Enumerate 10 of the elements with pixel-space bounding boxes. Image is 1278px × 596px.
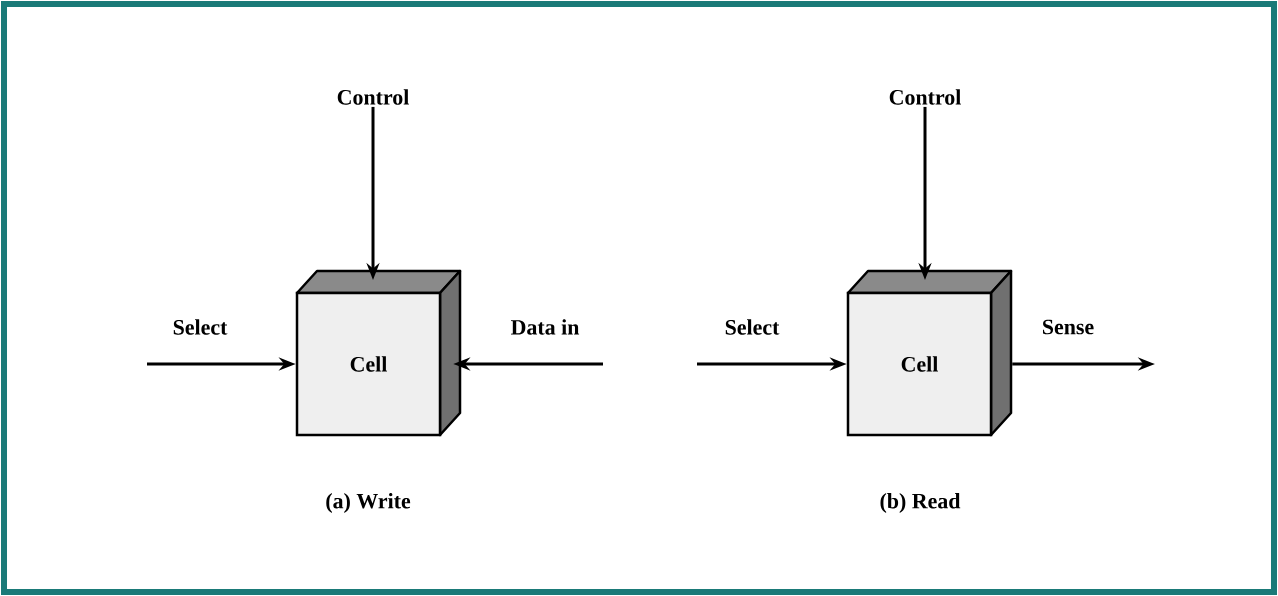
signal-label: Control <box>337 89 409 105</box>
edge-label: Select <box>725 319 780 335</box>
panel-caption: (a) Write <box>326 493 411 513</box>
signal-label: Control <box>889 89 961 105</box>
cell-cube: Cell <box>295 269 462 437</box>
edge-label: Data in <box>511 319 580 335</box>
edge-label: Sense <box>1043 319 1094 335</box>
edge-label: Select <box>173 319 228 335</box>
panel-caption: (b) Read <box>880 493 961 513</box>
cell-cube: Cell <box>846 269 1013 437</box>
